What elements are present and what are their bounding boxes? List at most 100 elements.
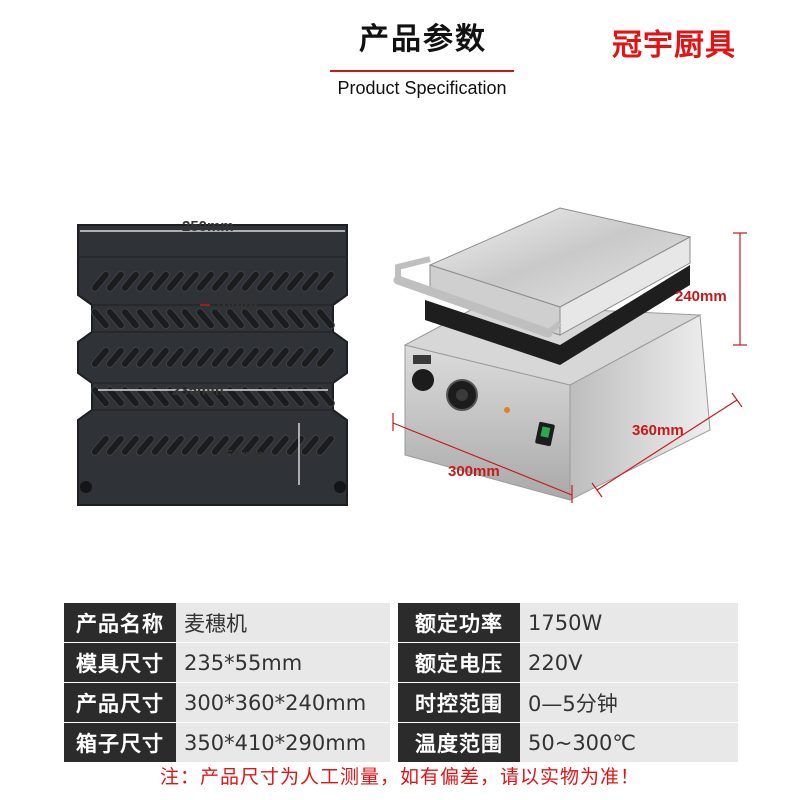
spec-value: 220V (520, 643, 738, 683)
mold-slot (300, 346, 320, 368)
spec-gap (390, 723, 398, 763)
mold-slot (315, 308, 335, 330)
spec-value: 50~300℃ (520, 723, 738, 763)
mold-slot (135, 270, 155, 292)
spec-label: 时控范围 (398, 683, 520, 723)
slot-height-label: 55mm (225, 447, 269, 464)
mold-slot (135, 434, 155, 456)
mold-slot (210, 434, 230, 456)
spec-value: 235*55mm (176, 643, 390, 683)
mold-slot (90, 270, 110, 292)
machine-depth-label: 360mm (632, 422, 684, 439)
mold-slot (270, 434, 290, 456)
mold-slot (150, 308, 170, 330)
mold-slot (255, 270, 275, 292)
mold-slot (285, 346, 305, 368)
brand-logo-text: 冠宇厨具 (612, 28, 736, 63)
mold-slot (255, 346, 275, 368)
mold-slot (150, 346, 170, 368)
mold-slot (300, 270, 320, 292)
machine-dimension-lines (392, 232, 747, 503)
spec-gap (390, 683, 398, 723)
mold-slot (270, 308, 290, 330)
product-figure: 250mm 10mm 235mm 55mm 240mm 300mm 360mm (0, 195, 800, 530)
mold-slot (150, 270, 170, 292)
mold-slot (165, 308, 185, 330)
mold-slot (300, 434, 320, 456)
mold-slot (315, 270, 335, 292)
mold-slot (315, 346, 335, 368)
mold-slot (300, 386, 320, 408)
mold-slot (240, 434, 260, 456)
spec-label: 额定电压 (398, 643, 520, 683)
mold-slot (285, 434, 305, 456)
mold-slot (120, 434, 140, 456)
mold-slot (165, 386, 185, 408)
mold-slot (180, 270, 200, 292)
page-subtitle: Product Specification (337, 78, 507, 98)
mold-slot (270, 386, 290, 408)
mold-slot (105, 270, 125, 292)
mold-slot (270, 270, 290, 292)
mold-slot (165, 270, 185, 292)
waffle-machine (393, 207, 711, 501)
spec-label: 模具尺寸 (64, 643, 176, 683)
mold-slot (285, 308, 305, 330)
mold-slot (165, 346, 185, 368)
mold-slot (225, 434, 245, 456)
mold-slot (90, 308, 110, 330)
mold-slot (135, 308, 155, 330)
title-divider (330, 70, 514, 72)
spec-value: 300*360*240mm (176, 683, 390, 723)
spec-label: 温度范围 (398, 723, 520, 763)
spec-value: 0—5分钟 (520, 683, 738, 723)
mold-slot (120, 386, 140, 408)
mold-slot (270, 346, 290, 368)
mold-slot (225, 346, 245, 368)
mold-slot (135, 386, 155, 408)
spec-label: 产品名称 (64, 603, 176, 643)
mold-slot (120, 308, 140, 330)
mold-slot (195, 270, 215, 292)
mold-slot (195, 346, 215, 368)
mold-slot (195, 386, 215, 408)
spec-label: 产品尺寸 (64, 683, 176, 723)
mold-slot (210, 308, 230, 330)
mold-slot (225, 270, 245, 292)
mold-slot (120, 270, 140, 292)
mold-slot (105, 386, 125, 408)
machine-height-label: 240mm (675, 288, 727, 305)
mold-slot (300, 308, 320, 330)
mold-slot (225, 308, 245, 330)
disclaimer-note: 注：产品尺寸为人工测量，如有偏差，请以实物为准！ (159, 766, 640, 788)
mold-slot (105, 308, 125, 330)
mold-slot (150, 386, 170, 408)
mold-slot (210, 270, 230, 292)
mold-slot (240, 346, 260, 368)
machine-width-label: 300mm (448, 463, 500, 480)
mold-slot (285, 386, 305, 408)
spec-label: 额定功率 (398, 603, 520, 643)
mold-width-label: 250mm (182, 218, 234, 235)
mold-slot (240, 308, 260, 330)
mold-slot (180, 308, 200, 330)
mold-slot (150, 434, 170, 456)
product-illustration (77, 207, 747, 506)
mold-slot (90, 434, 110, 456)
mold-slot (255, 308, 275, 330)
mold-slot (120, 346, 140, 368)
mold-slot (180, 346, 200, 368)
mold-slot (255, 434, 275, 456)
mold-plate (77, 224, 348, 506)
mold-slot (225, 386, 245, 408)
mold-slot (195, 434, 215, 456)
mold-slot (105, 346, 125, 368)
spec-gap (390, 603, 398, 643)
spec-value: 1750W (520, 603, 738, 643)
slot-width-label: 10mm (214, 297, 258, 314)
mold-slot (90, 346, 110, 368)
